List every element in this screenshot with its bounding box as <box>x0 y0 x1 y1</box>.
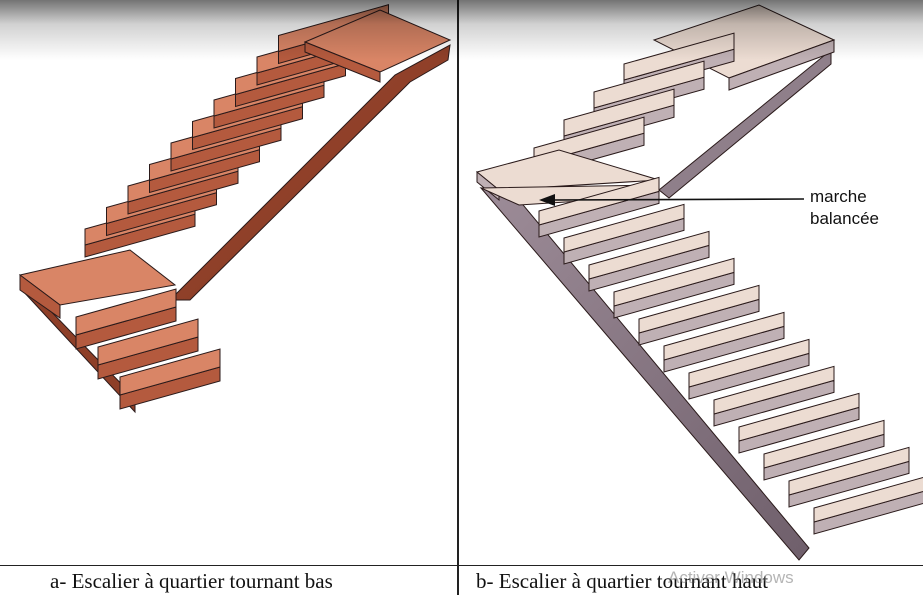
caption-b: b- Escalier à quartier tournant haut <box>476 569 769 593</box>
step-b-11-tread <box>713 365 835 415</box>
steps-b <box>475 4 923 535</box>
step-b-12-tread <box>738 392 860 442</box>
step-b-14-tread <box>788 446 910 496</box>
step-b-8-tread <box>638 284 760 334</box>
panel-divider <box>457 0 459 595</box>
step-a-1-tread <box>97 318 199 366</box>
callout-line1: marche <box>810 187 867 206</box>
watermark-text: Activer Windows <box>668 568 794 587</box>
winder-step-b <box>475 149 660 191</box>
caption-divider <box>0 565 923 566</box>
step-b-9-tread <box>663 311 785 361</box>
stringer-upper-b <box>658 48 832 199</box>
callout-line2: balancée <box>810 209 880 228</box>
panel-staircase-b <box>459 0 923 565</box>
landing-a-side <box>19 274 61 319</box>
step-a-0-tread <box>119 348 221 396</box>
step-b-4-tread <box>538 176 660 226</box>
step-b-5-tread <box>563 203 685 253</box>
step-b-13-tread <box>763 419 885 469</box>
caption-a: a- Escalier à quartier tournant bas <box>50 569 333 593</box>
step-b-10-tread <box>688 338 810 388</box>
panel-staircase-a <box>0 0 457 565</box>
step-b-15-tread <box>813 476 923 523</box>
step-b-2-tread <box>563 88 675 137</box>
stringer-upper-a <box>168 44 451 301</box>
staircase-b-drawing <box>475 4 923 561</box>
step-b-1-tread <box>593 60 705 109</box>
steps-a <box>18 4 452 410</box>
step-b-6-tread <box>588 230 710 280</box>
callout-label: marche balancée <box>810 186 879 230</box>
arrow-left-icon <box>539 194 805 206</box>
step-a-2-tread <box>75 288 177 336</box>
staircase-a-drawing <box>18 4 452 414</box>
step-b-7-tread <box>613 257 735 307</box>
